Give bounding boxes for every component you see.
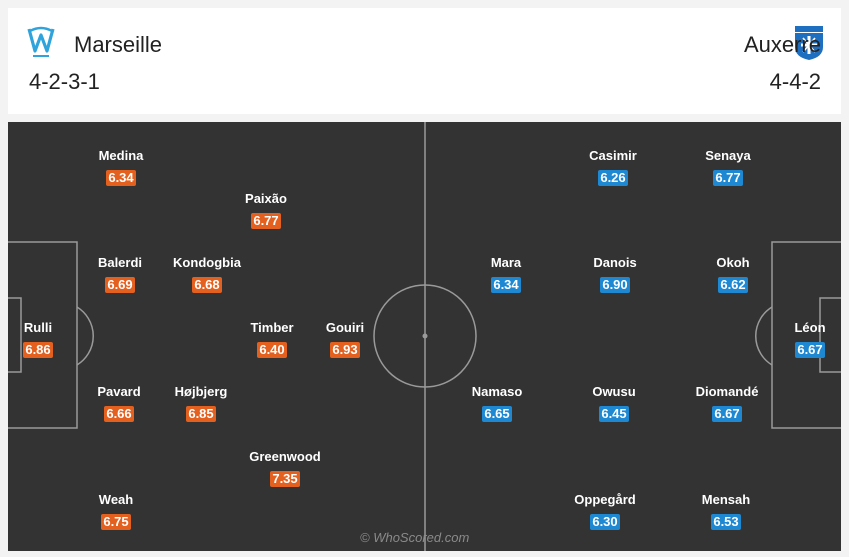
auxerre-crest-icon xyxy=(794,25,824,61)
player-name: Diomandé xyxy=(695,384,759,399)
player-name: Pavard xyxy=(97,384,141,399)
player-rating: 6.34 xyxy=(491,277,521,293)
player-weah[interactable]: Weah 6.75 xyxy=(56,492,176,531)
player-rating: 6.77 xyxy=(251,213,281,229)
player-name: Weah xyxy=(98,492,134,507)
pitch-markings xyxy=(8,122,841,551)
player-rating: 6.26 xyxy=(598,170,628,186)
player-name: Oppegård xyxy=(574,492,636,507)
player-name: Timber xyxy=(250,320,294,335)
player-namaso[interactable]: Namaso 6.65 xyxy=(437,384,557,423)
player-name: Mensah xyxy=(701,492,751,507)
player-name: Højbjerg xyxy=(174,384,228,399)
player-name: Namaso xyxy=(471,384,523,399)
player-rating: 6.45 xyxy=(599,406,629,422)
player-name: Léon xyxy=(794,320,826,335)
player-name: Greenwood xyxy=(249,449,321,464)
player-rating: 6.34 xyxy=(106,170,136,186)
player-rating: 6.53 xyxy=(711,514,741,530)
player-rating: 6.86 xyxy=(23,342,53,358)
player-rating: 6.75 xyxy=(101,514,131,530)
player-kondogbia[interactable]: Kondogbia 6.68 xyxy=(147,255,267,294)
player-rating: 6.62 xyxy=(718,277,748,293)
player-name: Gouiri xyxy=(325,320,365,335)
match-header: Marseille 4-2-3-1 Auxerre 4-4-2 xyxy=(8,8,841,114)
player-rating: 6.93 xyxy=(330,342,360,358)
player-danois[interactable]: Danois 6.90 xyxy=(555,255,675,294)
player-medina[interactable]: Medina 6.34 xyxy=(61,148,181,187)
player-rating: 6.67 xyxy=(795,342,825,358)
player-mara[interactable]: Mara 6.34 xyxy=(446,255,566,294)
player-rating: 6.40 xyxy=(257,342,287,358)
home-team-name: Marseille xyxy=(74,32,163,57)
player-hojbjerg[interactable]: Højbjerg 6.85 xyxy=(141,384,261,423)
player-name: Owusu xyxy=(592,384,636,399)
player-rating: 6.68 xyxy=(192,277,222,293)
home-formation: 4-2-3-1 xyxy=(29,69,100,94)
player-gouiri[interactable]: Gouiri 6.93 xyxy=(285,320,405,359)
player-rating: 6.85 xyxy=(186,406,216,422)
player-greenwood[interactable]: Greenwood 7.35 xyxy=(225,449,345,488)
player-rating: 6.66 xyxy=(104,406,134,422)
player-diomande[interactable]: Diomandé 6.67 xyxy=(667,384,787,423)
player-leon[interactable]: Léon 6.67 xyxy=(750,320,841,359)
player-name: Balerdi xyxy=(97,255,143,270)
marseille-crest-icon xyxy=(26,25,56,61)
player-rating: 7.35 xyxy=(270,471,300,487)
player-name: Paixão xyxy=(245,191,287,206)
player-name: Kondogbia xyxy=(173,255,241,270)
player-rating: 6.65 xyxy=(482,406,512,422)
player-senaya[interactable]: Senaya 6.77 xyxy=(668,148,788,187)
player-pavard[interactable]: Pavard 6.66 xyxy=(59,384,179,423)
pitch: Medina 6.34 Paixão 6.77 Balerdi 6.69 Kon… xyxy=(8,122,841,551)
player-rulli[interactable]: Rulli 6.86 xyxy=(8,320,98,359)
player-name: Medina xyxy=(98,148,144,163)
away-team-name: Auxerre xyxy=(743,32,821,57)
away-formation: 4-4-2 xyxy=(769,69,821,94)
player-name: Casimir xyxy=(589,148,637,163)
player-rating: 6.77 xyxy=(713,170,743,186)
player-casimir[interactable]: Casimir 6.26 xyxy=(553,148,673,187)
player-balerdi[interactable]: Balerdi 6.69 xyxy=(60,255,180,294)
player-timber[interactable]: Timber 6.40 xyxy=(212,320,332,359)
player-name: Okoh xyxy=(716,255,750,270)
player-oppegard[interactable]: Oppegård 6.30 xyxy=(545,492,665,531)
watermark: © WhoScored.com xyxy=(360,530,470,545)
player-name: Mara xyxy=(490,255,522,270)
player-owusu[interactable]: Owusu 6.45 xyxy=(554,384,674,423)
player-name: Danois xyxy=(593,255,637,270)
player-rating: 6.30 xyxy=(590,514,620,530)
player-name: Senaya xyxy=(705,148,751,163)
player-rating: 6.69 xyxy=(105,277,135,293)
player-okoh[interactable]: Okoh 6.62 xyxy=(673,255,793,294)
player-paixao[interactable]: Paixão 6.77 xyxy=(206,191,326,230)
player-rating: 6.67 xyxy=(712,406,742,422)
player-mensah[interactable]: Mensah 6.53 xyxy=(666,492,786,531)
player-rating: 6.90 xyxy=(600,277,630,293)
player-name: Rulli xyxy=(23,320,53,335)
